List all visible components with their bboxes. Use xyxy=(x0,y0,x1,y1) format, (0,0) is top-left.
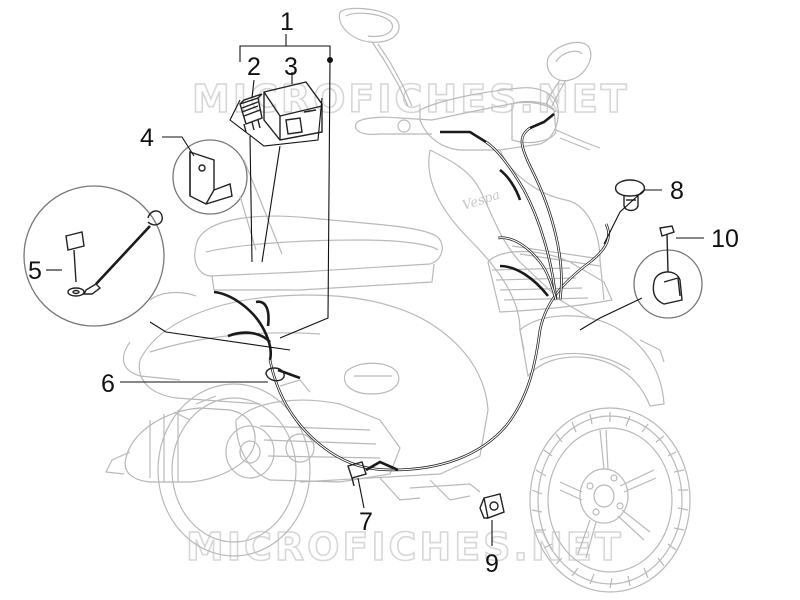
leader-lines xyxy=(46,34,704,546)
rivet-part-8[interactable] xyxy=(614,179,646,212)
control-unit-part-3[interactable] xyxy=(263,81,323,141)
callout-10: 10 xyxy=(711,225,739,253)
fuse-part-2[interactable] xyxy=(239,93,263,133)
wiring-harness[interactable] xyxy=(213,112,610,487)
callout-8: 8 xyxy=(670,177,684,205)
callout-5: 5 xyxy=(28,257,42,285)
cable-clamp-part-9[interactable] xyxy=(479,493,505,519)
callout-9: 9 xyxy=(485,550,499,578)
callout-1: 1 xyxy=(280,8,294,36)
callout-2: 2 xyxy=(247,53,261,81)
ground-cable-detail-circle[interactable] xyxy=(23,185,291,351)
callout-7: 7 xyxy=(359,508,373,536)
callout-4: 4 xyxy=(140,124,154,152)
right-mirror xyxy=(545,41,592,107)
left-mirror xyxy=(338,7,413,107)
screw-clip-detail-circle[interactable] xyxy=(633,225,703,319)
front-wheel xyxy=(529,407,691,593)
callout-6: 6 xyxy=(101,370,115,398)
watermark-bottom: MICROFICHES.NET xyxy=(186,525,624,569)
callout-numbers: 1 2 3 4 5 6 7 8 9 10 xyxy=(28,8,739,578)
callout-3: 3 xyxy=(284,53,298,81)
bracket-detail-circle[interactable] xyxy=(172,139,283,255)
